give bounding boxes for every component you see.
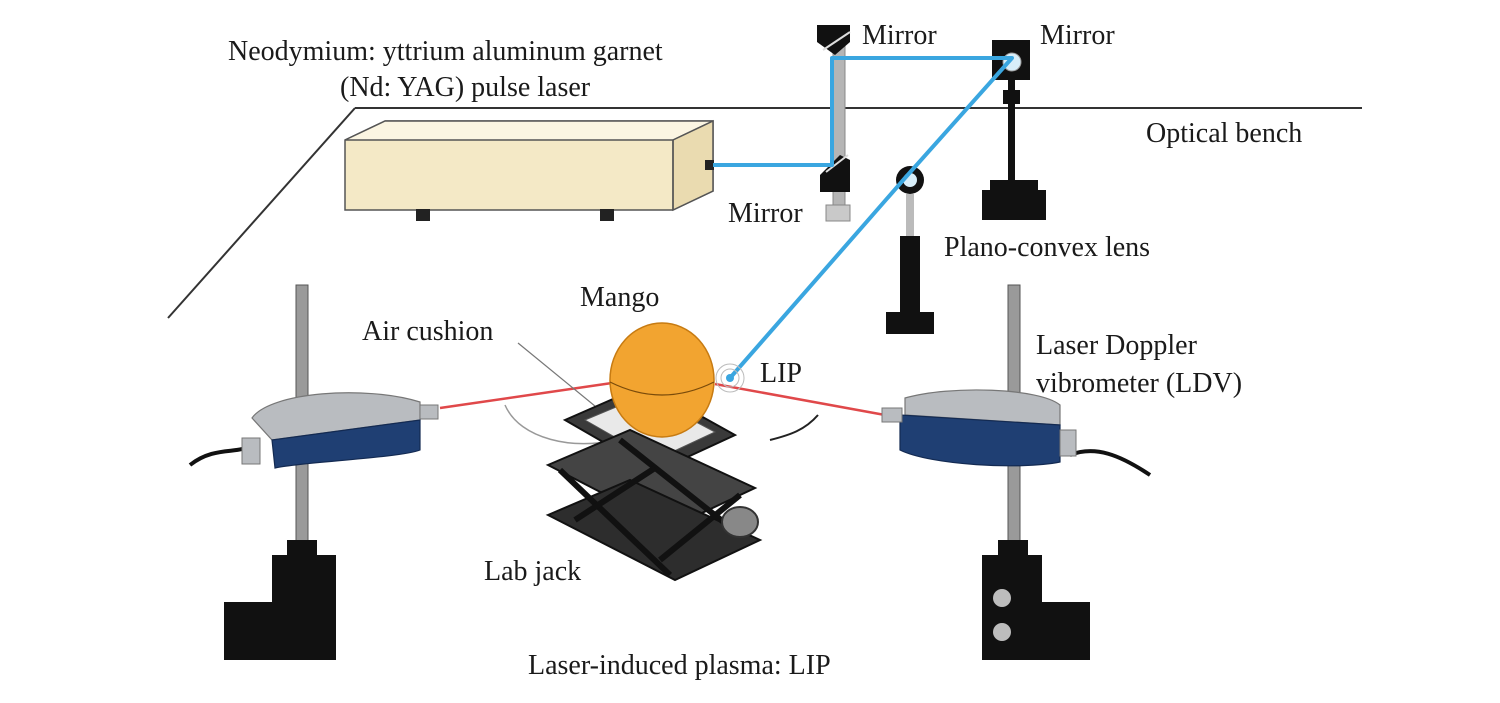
- optical-bench-label: Optical bench: [1146, 118, 1303, 149]
- laser-label-line1: Neodymium: yttrium aluminum garnet: [228, 36, 663, 67]
- pulse-laser-beam: [713, 56, 1014, 380]
- lip-label: LIP: [760, 358, 802, 389]
- ldv-stand-left: [224, 284, 336, 660]
- mango: [609, 322, 715, 438]
- air-cushion-label: Air cushion: [362, 316, 494, 347]
- mango-label: Mango: [580, 282, 660, 313]
- lens-label: Plano-convex lens: [944, 232, 1151, 263]
- mirror-bottom: [820, 154, 850, 192]
- ldv-left: [188, 392, 439, 469]
- lip-plasma-point: [715, 363, 745, 393]
- ldv-label-line1: Laser Doppler: [1036, 330, 1197, 361]
- lab-jack-label: Lab jack: [484, 556, 582, 587]
- mirror-right: [982, 40, 1046, 220]
- plano-convex-lens: [886, 166, 934, 334]
- ldv-right: [881, 389, 1152, 477]
- mirror-bottom-label: Mirror: [728, 198, 803, 229]
- laser-label-line2: (Nd: YAG) pulse laser: [340, 72, 591, 103]
- ldv-label-line2: vibrometer (LDV): [1036, 368, 1243, 399]
- mirror-top-label: Mirror: [862, 20, 937, 51]
- ldv-beams: [439, 381, 886, 417]
- optical-bench: [167, 107, 1362, 319]
- figure-caption: Laser-induced plasma: LIP: [528, 650, 831, 681]
- nd-yag-laser: [344, 119, 714, 221]
- air-cushion-tube-right: [769, 414, 819, 441]
- mirror-top: [817, 25, 851, 55]
- mirror-right-label: Mirror: [1040, 20, 1115, 51]
